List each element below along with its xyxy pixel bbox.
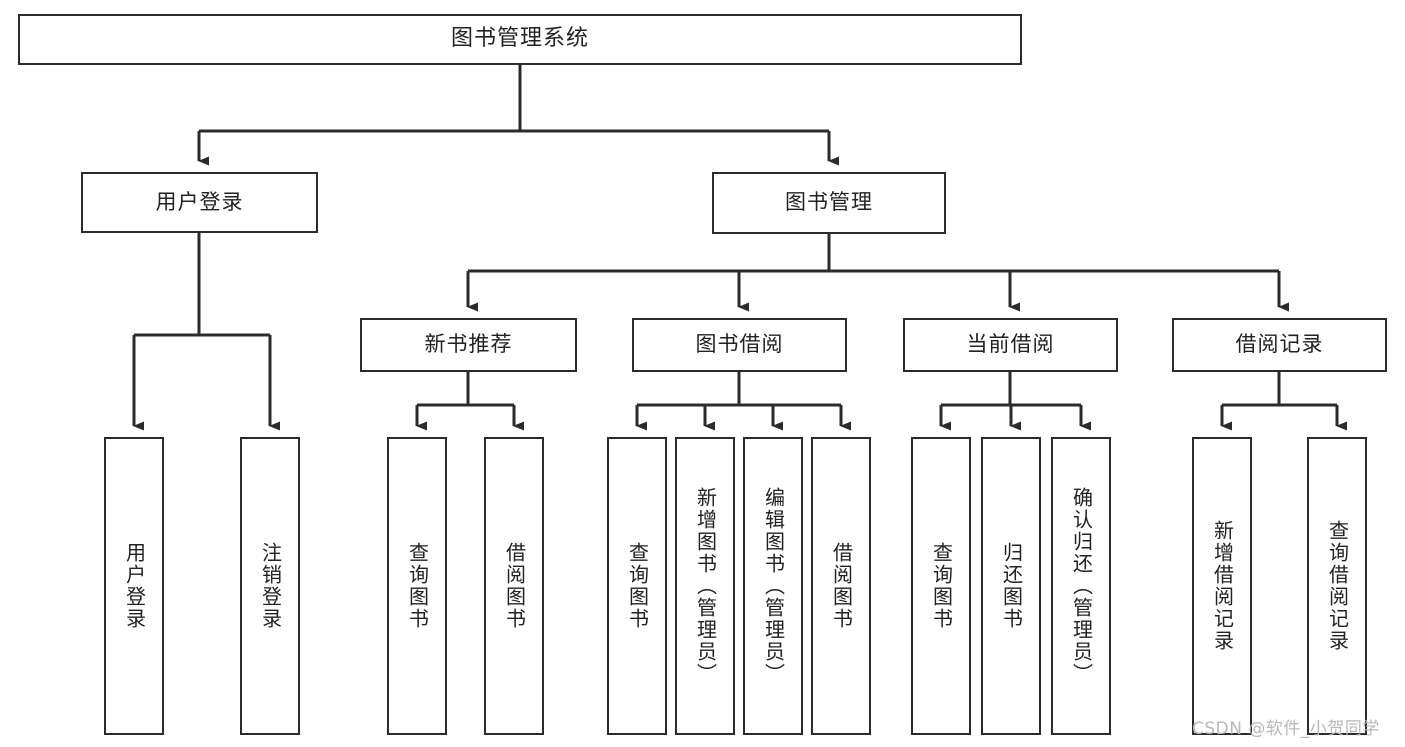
node-current-borrow[interactable]: 当前借阅: [903, 318, 1118, 372]
node-user-login[interactable]: 用户登录: [81, 172, 318, 233]
node-label: 用户登录: [155, 189, 244, 214]
leaf-node-edit-book[interactable]: 编辑图书（管理员）: [743, 437, 803, 735]
node-book-management[interactable]: 图书管理: [712, 172, 946, 234]
node-label: 借阅图书: [829, 542, 854, 630]
node-label: 归还图书: [999, 542, 1024, 630]
leaf-node-add-borrow-record[interactable]: 新增借阅记录: [1192, 437, 1252, 735]
leaf-node-user-login[interactable]: 用户登录: [104, 437, 164, 735]
node-label: 查询图书: [405, 542, 430, 630]
leaf-node-query-book-recommend[interactable]: 查询图书: [387, 437, 447, 735]
leaf-node-logout-login[interactable]: 注销登录: [240, 437, 300, 735]
leaf-node-add-book[interactable]: 新增图书（管理员）: [675, 437, 735, 735]
node-label: 查询图书: [625, 542, 650, 630]
leaf-node-borrow-book-recommend[interactable]: 借阅图书: [484, 437, 544, 735]
node-label: 注销登录: [258, 542, 283, 630]
leaf-node-query-book-borrow[interactable]: 查询图书: [607, 437, 667, 735]
leaf-node-confirm-return[interactable]: 确认归还（管理员）: [1051, 437, 1111, 735]
node-label: 借阅记录: [1235, 332, 1324, 357]
node-label: 图书管理系统: [450, 26, 589, 52]
node-label: 图书借阅: [695, 332, 784, 357]
node-label: 图书管理: [785, 190, 873, 215]
leaf-node-borrow-book[interactable]: 借阅图书: [811, 437, 871, 735]
leaf-node-return-book[interactable]: 归还图书: [981, 437, 1041, 735]
node-label: 查询图书: [929, 542, 954, 630]
node-root-system[interactable]: 图书管理系统: [18, 14, 1022, 65]
node-label: 查询借阅记录: [1325, 520, 1350, 652]
node-label: 用户登录: [122, 542, 147, 630]
node-borrow-record[interactable]: 借阅记录: [1172, 318, 1387, 372]
leaf-node-query-borrow-record[interactable]: 查询借阅记录: [1307, 437, 1367, 735]
node-book-borrow[interactable]: 图书借阅: [632, 318, 847, 372]
node-new-book-recommend[interactable]: 新书推荐: [360, 318, 577, 372]
leaf-node-query-book-current[interactable]: 查询图书: [911, 437, 971, 735]
node-label: 确认归还（管理员）: [1069, 487, 1094, 685]
node-label: 新书推荐: [424, 332, 513, 357]
node-label: 当前借阅: [966, 332, 1055, 357]
node-label: 编辑图书（管理员）: [761, 487, 786, 685]
csdn-watermark: CSDN @软件_小贺同学: [1192, 719, 1380, 739]
node-label: 新增借阅记录: [1210, 520, 1235, 652]
node-label: 新增图书（管理员）: [693, 487, 718, 685]
node-label: 借阅图书: [502, 542, 527, 630]
